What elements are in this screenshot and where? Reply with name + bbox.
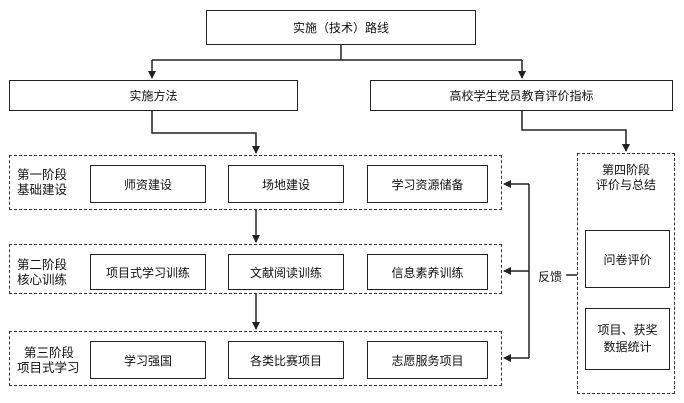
stage1-title: 第一阶段 基础建设: [17, 167, 67, 197]
stage1-item-resources: 学习资源储备: [367, 165, 488, 203]
stage2-item-label: 项目式学习训练: [105, 265, 190, 280]
root-label: 实施（技术）路线: [292, 21, 389, 35]
stage3-item-label: 志愿服务项目: [391, 353, 464, 368]
stage2-item-label: 信息素养训练: [391, 265, 464, 280]
stage2-title-line1: 第二阶段: [17, 257, 68, 272]
stage1-item-label: 师资建设: [123, 177, 172, 192]
method-label: 实施方法: [129, 89, 178, 103]
method-node: 实施方法: [9, 80, 298, 111]
stage1-item-venue: 场地建设: [228, 165, 344, 203]
stage4-title-line1: 第四阶段: [601, 163, 650, 177]
stage1-title-line1: 第一阶段: [17, 167, 68, 182]
root-node: 实施（技术）路线: [206, 10, 476, 45]
stage4-item-label: 项目、获奖数据统计: [597, 323, 658, 354]
stage4-item-statistics: 项目、获奖数据统计: [585, 308, 670, 370]
stage3-title-line1: 第三阶段: [24, 345, 75, 360]
stage3-title-line2: 项目式学习: [17, 360, 80, 375]
stage4-title-line2: 评价与总结: [595, 178, 656, 192]
stage4-group: [577, 153, 675, 394]
stage3-item-competitions: 各类比赛项目: [228, 341, 344, 379]
stage2-item-project-learning: 项目式学习训练: [90, 254, 206, 290]
stage1-title-line2: 基础建设: [17, 182, 68, 197]
feedback-label: 反馈: [538, 270, 563, 284]
indicator-node: 高校学生党员教育评价指标: [370, 80, 673, 111]
stage3-item-xuexi: 学习强国: [90, 341, 206, 379]
stage1-group: [9, 155, 502, 210]
stage2-title-line2: 核心训练: [17, 272, 68, 287]
stage4-item-questionnaire: 问卷评价: [585, 230, 670, 288]
stage1-item-label: 场地建设: [261, 177, 310, 192]
stage4-title: 第四阶段 评价与总结: [577, 163, 675, 193]
stage4-item-label: 问卷评价: [603, 252, 652, 267]
stage2-title: 第二阶段 核心训练: [17, 257, 67, 287]
stage3-title: 第三阶段 项目式学习: [17, 345, 80, 375]
stage2-item-literature: 文献阅读训练: [228, 254, 344, 290]
indicator-label: 高校学生党员教育评价指标: [449, 89, 594, 103]
stage3-item-label: 各类比赛项目: [249, 353, 322, 368]
stage1-item-teachers: 师资建设: [90, 165, 206, 203]
stage2-item-info-literacy: 信息素养训练: [367, 254, 488, 290]
stage1-item-label: 学习资源储备: [391, 177, 464, 192]
stage3-item-volunteer: 志愿服务项目: [367, 341, 488, 379]
stage3-item-label: 学习强国: [123, 353, 172, 368]
stage3-group: [9, 331, 502, 386]
stage2-group: [9, 244, 502, 294]
stage2-item-label: 文献阅读训练: [249, 265, 322, 280]
